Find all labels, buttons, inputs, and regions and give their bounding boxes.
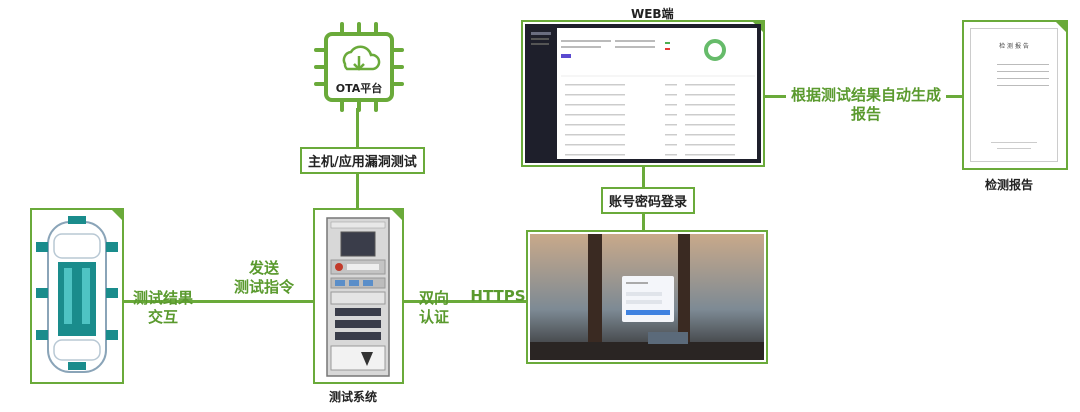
auto-report-label: 根据测试结果自动生成报告 [786, 86, 946, 124]
ota-platform-label: OTA平台 [335, 82, 383, 95]
line-car-to-tester [120, 300, 315, 303]
chip-icon [314, 22, 404, 112]
web-panel [521, 20, 765, 167]
mutual-auth-label: 双向 认证 [418, 289, 449, 326]
report-document: 检 测 报 告 [970, 28, 1058, 162]
login-panel [526, 230, 768, 364]
frame-corner [390, 208, 404, 222]
https-label: HTTPS [470, 287, 526, 305]
ota-platform-node: OTA平台 [312, 20, 406, 114]
test-result-interaction-label: 测试结果 交互 [132, 289, 193, 326]
report-panel: 检 测 报 告 [962, 20, 1068, 170]
test-system-caption: 测试系统 [329, 390, 378, 404]
report-doc-title: 检 测 报 告 [999, 43, 1029, 50]
report-doc-footer [991, 142, 1037, 143]
car-topview-icon [36, 216, 118, 373]
login-photo [530, 234, 764, 360]
host-app-vuln-test-label: 主机/应用漏洞测试 [300, 147, 425, 174]
vehicle-panel [30, 208, 124, 384]
web-title: WEB端 [631, 7, 674, 21]
test-cabinet-icon [326, 217, 390, 377]
report-doc-lines [979, 64, 1049, 86]
account-password-login-label: 账号密码登录 [601, 187, 696, 214]
web-dashboard-screenshot [525, 24, 761, 163]
report-doc-footer-2 [997, 148, 1031, 149]
test-system-panel [313, 208, 404, 384]
report-caption: 检测报告 [985, 178, 1034, 192]
send-test-command-label: 发送 测试指令 [233, 259, 294, 296]
frame-corner [110, 208, 124, 222]
line-tester-to-web [400, 300, 528, 303]
